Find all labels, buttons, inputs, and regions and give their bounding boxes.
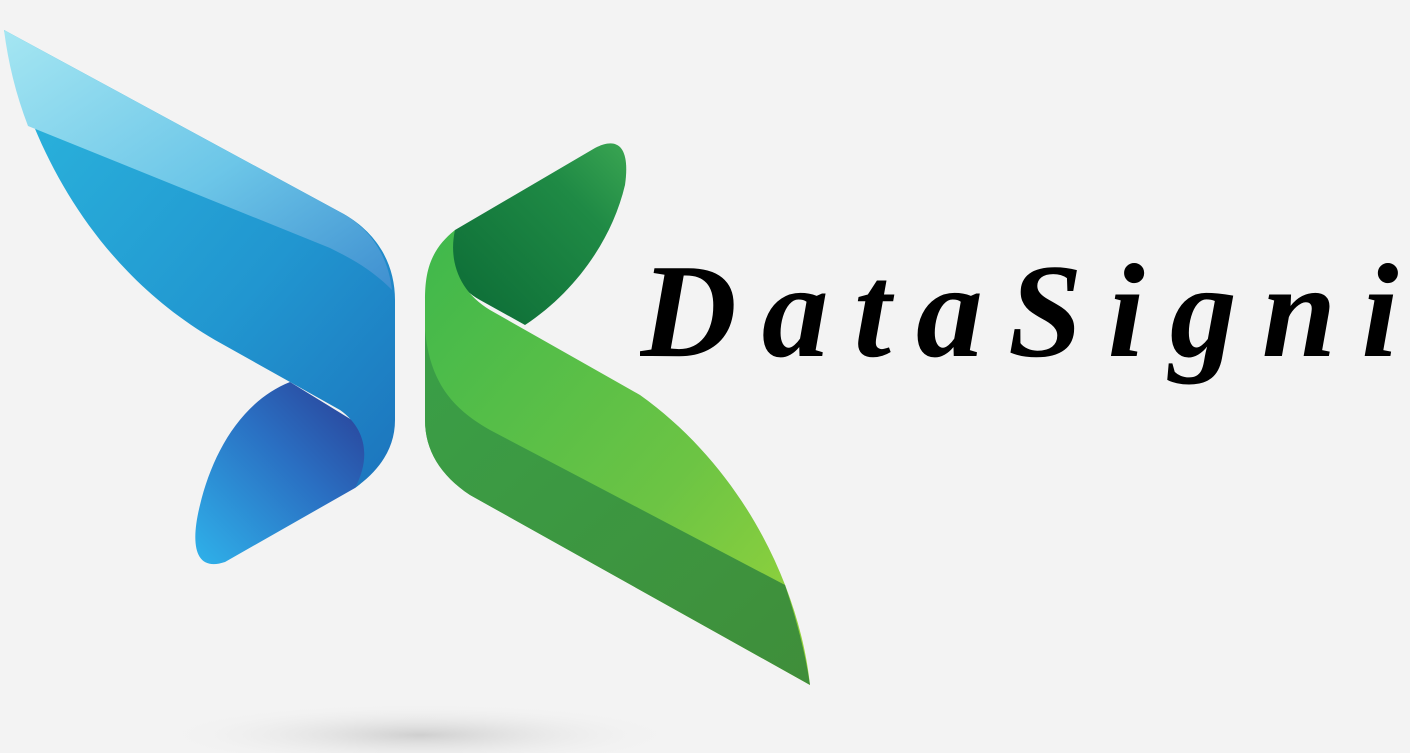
blue-wing-highlight-shape	[4, 30, 392, 290]
brand-wordmark: DataSigni	[640, 237, 1410, 385]
floor-shadow	[160, 703, 680, 753]
butterfly-x-logo-icon	[4, 30, 810, 753]
green-upper-wing-shape	[447, 143, 627, 325]
blue-tail-shape	[195, 382, 374, 565]
green-wing-lower-band-shape	[425, 330, 810, 685]
